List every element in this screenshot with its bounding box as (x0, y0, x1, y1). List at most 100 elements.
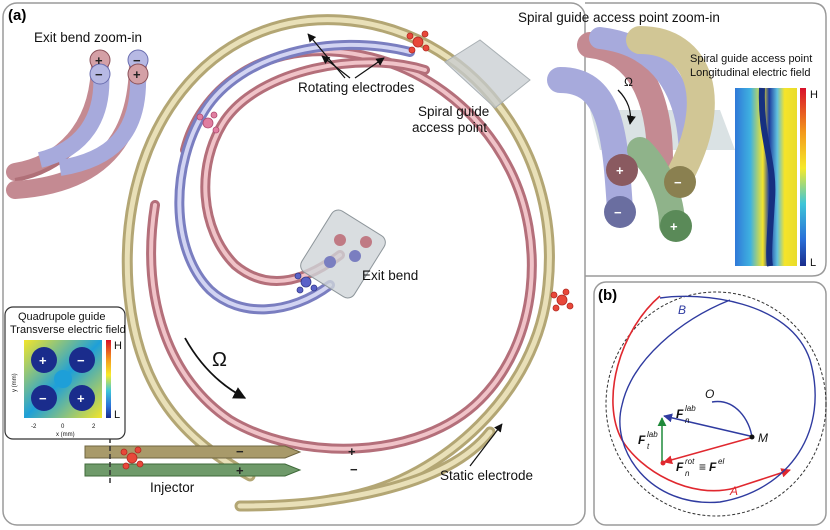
quad-tick-1: -2 (31, 424, 37, 430)
exit-bend-plus-1 (334, 234, 346, 246)
exit-bend-box (300, 209, 386, 299)
exit-zoom-plus-2: + (133, 67, 141, 82)
rotating-electrode-pink-outer-highlight (149, 49, 534, 451)
rotating-electrode-pink-inner-highlight (203, 60, 427, 283)
svg-text:n: n (685, 416, 690, 425)
vector-Fn-rot (663, 437, 751, 465)
point-origin (660, 460, 666, 466)
long-field-title-1: Spiral guide access point (690, 53, 812, 65)
exit-bend-minus-2 (324, 256, 336, 268)
minus-sign-ring: − (350, 462, 358, 477)
static-electrode-ring-highlight (124, 17, 552, 499)
svg-text:F: F (709, 460, 717, 474)
lab-frame-circle (605, 291, 827, 517)
spiral-zoom-tubes (547, 26, 735, 242)
point-M (749, 434, 755, 440)
quad-center (54, 370, 72, 388)
long-field-low: L (810, 257, 816, 269)
quad-pole-tr (69, 347, 95, 373)
svg-text:F: F (638, 433, 646, 447)
omega-label: Ω (212, 349, 227, 371)
molecule-icon-top (406, 30, 430, 54)
exit-zoom-plus-1: + (95, 53, 103, 68)
quad-minus-bl: − (39, 391, 47, 406)
exit-bend-plus-2 (360, 236, 372, 248)
exit-zoom-minus-1: − (95, 67, 103, 82)
long-field-high: H (810, 89, 818, 101)
quad-colorbar (106, 340, 111, 418)
spiral-access-plane (444, 39, 531, 109)
static-electrode-arrow (469, 423, 503, 467)
svg-text:t: t (647, 442, 650, 451)
spiral-access-label-1: Spiral guide (418, 104, 489, 119)
injector-plus: + (236, 463, 244, 478)
svg-text:lab: lab (647, 430, 658, 439)
label-Fn-lab: F lab n (676, 404, 696, 425)
molecule-icon-exit (294, 272, 318, 294)
label-Ft-lab: F lab t (638, 430, 658, 451)
quad-plus-br: + (77, 391, 85, 406)
spiral-zoom-omega-arrow (617, 89, 636, 125)
vector-Fn-lab (663, 413, 751, 437)
molecule-icon-right (550, 288, 574, 312)
exit-zoom-title: Exit bend zoom-in (34, 30, 142, 45)
long-field-dark-band (758, 87, 776, 267)
svg-text:F: F (676, 460, 684, 474)
rotating-arrow-3 (354, 57, 385, 79)
quad-title-1: Quadrupole guide (18, 311, 105, 323)
exit-bend-minus-1 (349, 250, 361, 262)
quad-tick-2: 0 (61, 424, 65, 430)
molecule-icon-left (196, 111, 220, 134)
quad-pole-tl (31, 347, 57, 373)
quad-title-2: Transverse electric field (10, 324, 126, 336)
spiral-zoom-plus-2: + (670, 219, 678, 234)
svg-text:rot: rot (685, 457, 695, 466)
quad-minus-tr: − (77, 353, 85, 368)
static-electrode-tail-highlight (237, 429, 493, 509)
trajectory-B (619, 295, 816, 504)
rotating-electrodes-label: Rotating electrodes (298, 80, 415, 95)
long-field-colorbar (800, 88, 806, 266)
trajectory-A (612, 295, 791, 492)
quad-pole-bl (31, 385, 57, 411)
quad-ylabel: y (mm) (12, 373, 18, 392)
panel-a-right-frame (585, 2, 827, 277)
trajectory-O-M (711, 400, 753, 439)
quad-low: L (114, 409, 120, 421)
label-A: A (729, 484, 738, 498)
spiral-zoom-minus-2: − (614, 205, 622, 220)
panel-b-label: (b) (598, 287, 617, 304)
rotating-arrow-2 (321, 55, 351, 79)
panel-a-frame (2, 2, 586, 526)
spiral-zoom-omega: Ω (624, 75, 633, 89)
label-M: M (758, 431, 768, 445)
label-O: O (705, 387, 714, 401)
injector-label: Injector (150, 480, 195, 495)
quad-plus-tl: + (39, 353, 47, 368)
exit-zoom-tubes (6, 49, 149, 199)
svg-text:F: F (676, 407, 684, 421)
svg-text:n: n (685, 469, 690, 478)
exit-bend-label: Exit bend (362, 268, 418, 283)
label-B: B (678, 303, 686, 317)
panel-a-label: (a) (8, 7, 26, 24)
spiral-zoom-title: Spiral guide access point zoom-in (518, 10, 720, 25)
quad-high: H (114, 340, 122, 352)
plus-sign-ring: + (348, 444, 356, 459)
spiral-access-label-2: access point (412, 120, 487, 135)
quad-tick-3: 2 (92, 424, 96, 430)
quad-pole-br (69, 385, 95, 411)
long-field-title-2: Longitudinal electric field (690, 67, 810, 79)
static-electrode-label: Static electrode (440, 468, 533, 483)
injector (84, 438, 302, 485)
svg-text:el: el (718, 457, 724, 466)
svg-text:≡: ≡ (699, 460, 706, 474)
svg-text:lab: lab (685, 404, 696, 413)
exit-zoom-minus-2: − (133, 53, 141, 68)
label-Fn-rot-equiv-Fel: F rot n ≡ F el (676, 457, 724, 478)
spiral-zoom-minus-1: − (674, 175, 682, 190)
rotating-electrode-blue-highlight (177, 42, 412, 312)
quad-xlabel: x (mm) (56, 432, 75, 438)
spiral-zoom-plus-1: + (616, 163, 624, 178)
long-field-map (735, 88, 797, 266)
